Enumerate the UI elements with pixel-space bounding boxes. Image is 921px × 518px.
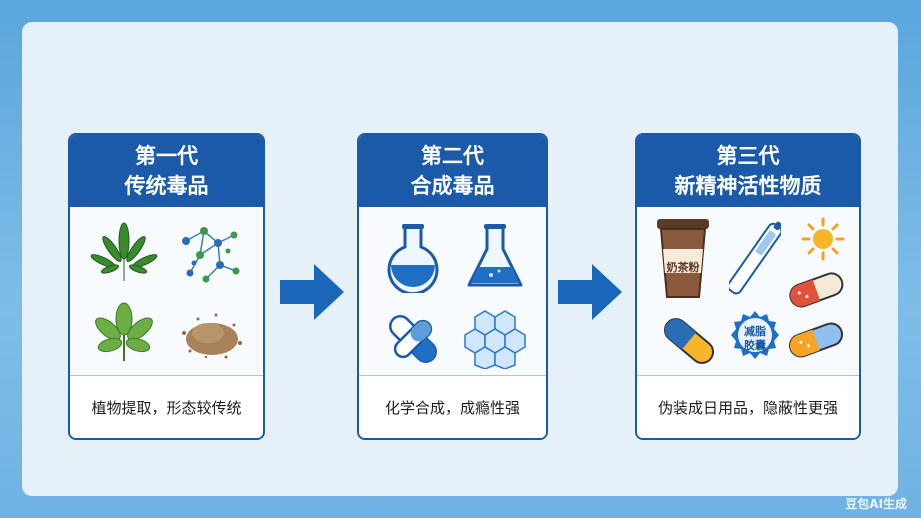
card-generation-3: 第三代 新精神活性物质 奶茶粉 [635, 133, 861, 440]
card-icons: 奶茶粉 [637, 207, 859, 375]
red-capsule-icon [789, 272, 844, 308]
card-icons [359, 207, 546, 375]
leaf-icon [95, 302, 153, 361]
card-title-category: 传统毒品 [124, 174, 209, 198]
molecule-icon [182, 227, 240, 283]
diet-pill-pack-icon [731, 311, 779, 359]
milk-tea-label: 奶茶粉 [666, 261, 700, 274]
round-flask-icon [387, 224, 439, 293]
card-title-category: 新精神活性物质 [674, 174, 822, 198]
card-header: 第二代 合成毒品 [359, 135, 546, 207]
card-icons [70, 207, 263, 375]
conical-flask-icon [467, 224, 523, 287]
crystal-icon [464, 310, 526, 369]
blue-capsule-icon [663, 318, 715, 364]
orange-capsule-icon [788, 322, 844, 358]
milk-tea-cup-icon [657, 219, 709, 298]
diet-pill-label-line1: 减脂 [744, 325, 766, 338]
watermark: 豆包AI生成 [845, 497, 907, 511]
card-title-generation: 第三代 [716, 144, 780, 168]
card-title-category: 合成毒品 [410, 174, 495, 198]
diet-pill-label-line2: 胶囊 [744, 339, 766, 352]
card-title-generation: 第一代 [135, 144, 198, 168]
capsule-icon [389, 315, 437, 363]
arrow-right-icon [280, 264, 344, 320]
card-caption: 化学合成，成瘾性强 [359, 375, 546, 438]
card-generation-1: 第一代 传统毒品 [68, 133, 265, 440]
cannabis-leaf-icon [90, 222, 158, 281]
card-caption: 伪装成日用品，隐蔽性更强 [637, 375, 859, 438]
card-generation-2: 第二代 合成毒品 [357, 133, 548, 440]
vape-pen-icon [729, 221, 781, 295]
card-title-generation: 第二代 [421, 144, 484, 168]
card-header: 第一代 传统毒品 [70, 135, 263, 207]
card-header: 第三代 新精神活性物质 [637, 135, 859, 207]
powder-icon [182, 313, 242, 359]
arrow-right-icon [558, 264, 622, 320]
card-caption: 植物提取，形态较传统 [70, 375, 263, 438]
sun-candy-icon [801, 217, 845, 261]
